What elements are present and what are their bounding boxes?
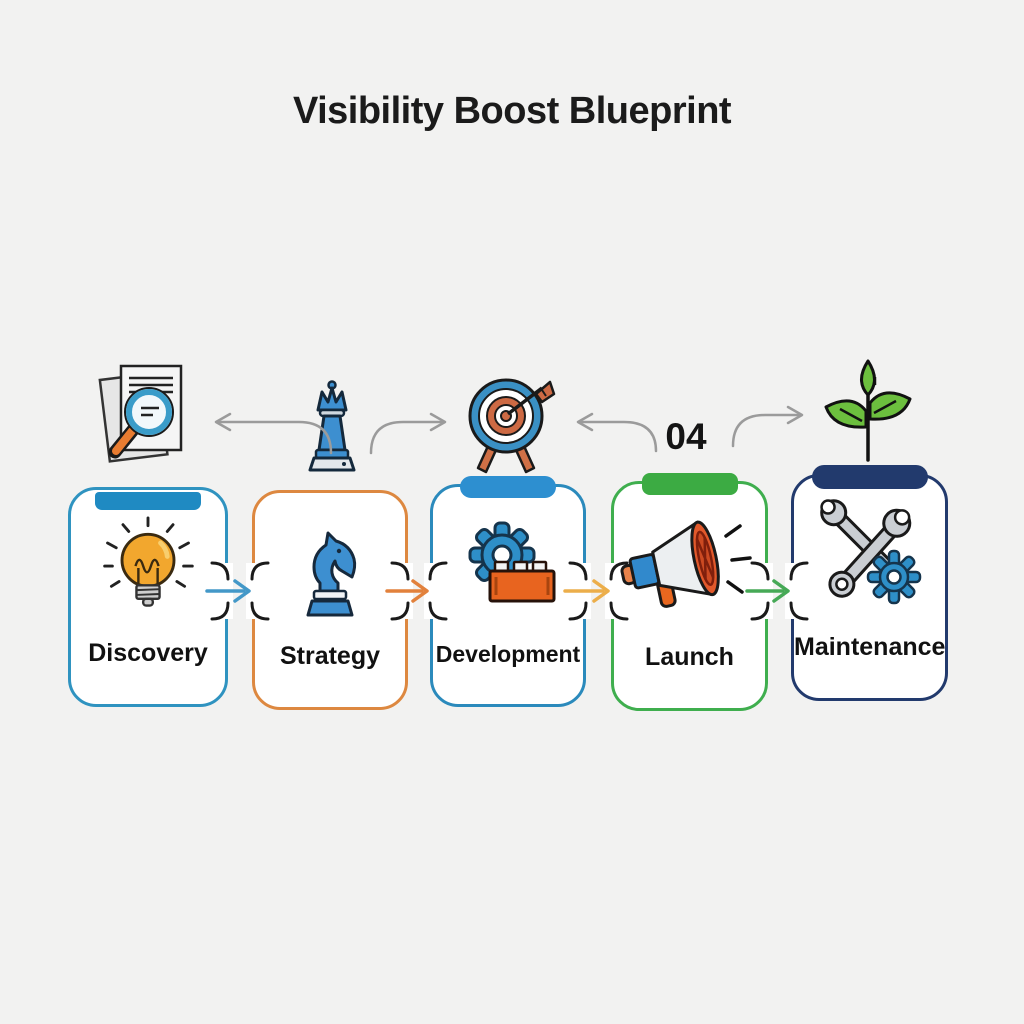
stage-label: Discovery (88, 639, 208, 667)
chess-queen-icon (296, 378, 368, 474)
stage-card-launch: Launch (611, 473, 768, 711)
stage-label: Strategy (279, 642, 381, 670)
stage-label: Development (435, 641, 581, 667)
stage-label: Launch (645, 643, 734, 671)
card-tab (95, 492, 201, 510)
step-number-label: 04 (665, 416, 707, 457)
stage-card-strategy: Strategy (252, 490, 408, 710)
card-tab (641, 473, 738, 495)
card-tab (811, 465, 928, 489)
seedling-icon (818, 355, 918, 467)
stage-card-maintenance: Maintenance (791, 465, 948, 701)
stage-label: Maintenance (794, 633, 946, 661)
stage-card-discovery: Discovery (68, 487, 228, 707)
chess-knight-icon (290, 521, 370, 621)
card-tab (460, 476, 556, 498)
megaphone-icon (614, 514, 754, 618)
stage-card-development: Development (430, 476, 586, 707)
target-arrow-icon (458, 370, 556, 478)
wrench-gear-icon (812, 499, 928, 605)
page-title: Visibility Boost Blueprint (292, 90, 732, 132)
gear-brick-icon (452, 519, 564, 615)
document-search-icon (95, 360, 199, 478)
lightbulb-icon (102, 516, 194, 620)
